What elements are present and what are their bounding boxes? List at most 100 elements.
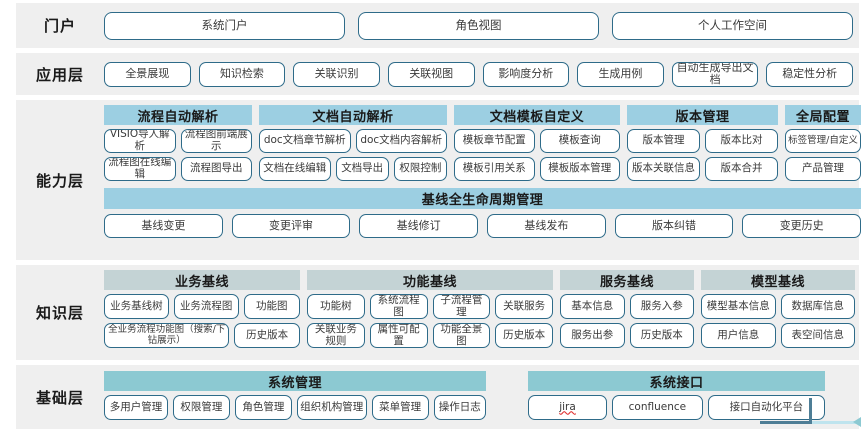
application-item-2[interactable]: 关联识别 (293, 61, 380, 87)
capability-node-flow-frontend-display[interactable]: 流程图前端展示 (180, 129, 252, 153)
capability-node-doc-chapter-parse[interactable]: doc文档章节解析 (259, 129, 351, 153)
connector-arrow-icon (812, 417, 861, 427)
foundation-node-operation-log[interactable]: 操作日志 (433, 395, 486, 420)
knowledge-group-list: 业务基线 业务基线树 业务流程图 功能图 全业务流程功能图（搜索/下钻展示） 历… (104, 270, 855, 348)
capability-node-template-version-mgmt[interactable]: 模板版本管理 (539, 157, 620, 181)
baseline-node-2[interactable]: 基线修订 (359, 214, 479, 238)
application-body: 全景展现 知识检索 关联识别 关联视图 影响度分析 生成用例 自动生成导出文档 … (104, 53, 859, 95)
capability-node-template-chapter-config[interactable]: 模板章节配置 (454, 129, 535, 153)
capability-group-4: 全局配置 标签管理/自定义 产品管理 (785, 105, 861, 181)
application-item-7[interactable]: 稳定性分析 (766, 61, 853, 87)
capability-node-version-mgmt[interactable]: 版本管理 (627, 129, 700, 153)
knowledge-node-database-info[interactable]: 数据库信息 (780, 294, 855, 319)
application-item-4[interactable]: 影响度分析 (482, 61, 570, 87)
foundation-node-multi-user-mgmt[interactable]: 多用户管理 (104, 395, 168, 420)
foundation-group-1: 系统接口 jira confluence 接口自动化平台 (528, 371, 826, 420)
foundation-group-1-header: 系统接口 (528, 371, 825, 391)
capability-node-doc-content-parse[interactable]: doc文档内容解析 (355, 129, 447, 153)
knowledge-node-service-history-version[interactable]: 历史版本 (629, 323, 694, 348)
knowledge-group-3-header: 模型基线 (701, 270, 855, 290)
foundation-node-jira[interactable]: jira (528, 395, 608, 420)
knowledge-node-attr-configurable[interactable]: 属性可配置 (369, 323, 428, 348)
foundation-node-confluence[interactable]: confluence (612, 395, 703, 420)
knowledge-node-service-input-params[interactable]: 服务入参 (629, 294, 694, 319)
knowledge-node-biz-flowchart[interactable]: 业务流程图 (173, 294, 239, 319)
capability-group-2-header: 文档模板自定义 (454, 105, 620, 125)
foundation-node-menu-mgmt[interactable]: 菜单管理 (371, 395, 429, 420)
knowledge-node-system-flowchart[interactable]: 系统流程图 (369, 294, 428, 319)
capability-baseline-header: 基线全生命周期管理 (104, 188, 861, 209)
capability-node-version-compare[interactable]: 版本比对 (705, 129, 778, 153)
application-item-6[interactable]: 自动生成导出文档 (671, 61, 759, 87)
layer-band-application: 应用层 全景展现 知识检索 关联识别 关联视图 影响度分析 生成用例 自动生成导… (16, 53, 859, 95)
capability-group-0: 流程自动解析 VISIO导人解析 流程图前端展示 流程图在线编辑 流程图导出 (104, 105, 252, 181)
knowledge-node-func-history-version[interactable]: 历史版本 (495, 323, 553, 348)
capability-node-doc-export[interactable]: 文档导出 (335, 157, 389, 181)
knowledge-node-subflow-mgmt[interactable]: 子流程管理 (432, 294, 491, 319)
knowledge-node-related-biz-rule[interactable]: 关联业务规则 (307, 323, 365, 348)
knowledge-group-0-row-0: 业务基线树 业务流程图 功能图 (104, 294, 300, 319)
capability-group-0-row-0: VISIO导人解析 流程图前端展示 (104, 129, 252, 153)
knowledge-body: 业务基线 业务基线树 业务流程图 功能图 全业务流程功能图（搜索/下钻展示） 历… (104, 265, 861, 360)
portal-item-0[interactable]: 系统门户 (104, 11, 345, 40)
application-item-row: 全景展现 知识检索 关联识别 关联视图 影响度分析 生成用例 自动生成导出文档 … (104, 61, 853, 87)
baseline-node-3[interactable]: 基线发布 (487, 214, 606, 238)
knowledge-node-service-output-params[interactable]: 服务出参 (560, 323, 625, 348)
foundation-node-permission-mgmt[interactable]: 权限管理 (172, 395, 230, 420)
capability-node-permission-control[interactable]: 权限控制 (393, 157, 448, 181)
capability-node-product-mgmt[interactable]: 产品管理 (785, 157, 861, 181)
portal-item-2[interactable]: 个人工作空间 (612, 11, 853, 40)
knowledge-group-0: 业务基线 业务基线树 业务流程图 功能图 全业务流程功能图（搜索/下钻展示） 历… (104, 270, 300, 348)
knowledge-node-function-chart[interactable]: 功能图 (243, 294, 300, 319)
capability-node-tag-mgmt[interactable]: 标签管理/自定义 (785, 129, 861, 153)
application-item-0[interactable]: 全景展现 (104, 61, 191, 87)
knowledge-group-1-row-1: 关联业务规则 属性可配置 功能全景图 历史版本 (307, 323, 553, 348)
foundation-group-0: 系统管理 多用户管理 权限管理 角色管理 组织机构管理 菜单管理 操作日志 (104, 371, 486, 420)
foundation-body: 系统管理 多用户管理 权限管理 角色管理 组织机构管理 菜单管理 操作日志 系统… (104, 365, 859, 429)
knowledge-node-model-basic-info[interactable]: 模型基本信息 (701, 294, 776, 319)
knowledge-node-service-basic-info[interactable]: 基本信息 (560, 294, 625, 319)
knowledge-node-user-info[interactable]: 用户信息 (701, 323, 776, 348)
foundation-node-org-structure-mgmt[interactable]: 组织机构管理 (296, 395, 367, 420)
knowledge-group-3-row-1: 用户信息 表空间信息 (701, 323, 855, 348)
application-item-3[interactable]: 关联视图 (387, 61, 475, 87)
application-item-5[interactable]: 生成用例 (577, 61, 664, 87)
capability-node-version-relation[interactable]: 版本关联信息 (627, 157, 700, 181)
knowledge-group-2: 服务基线 基本信息 服务入参 服务出参 历史版本 (560, 270, 694, 348)
capability-node-flow-export[interactable]: 流程图导出 (180, 157, 252, 181)
layer-label-portal: 门户 (43, 17, 76, 35)
knowledge-node-related-service[interactable]: 关联服务 (495, 294, 553, 319)
knowledge-node-biz-history-version[interactable]: 历史版本 (234, 323, 300, 348)
capability-node-flow-online-edit[interactable]: 流程图在线编辑 (104, 157, 176, 181)
knowledge-group-0-row-1: 全业务流程功能图（搜索/下钻展示） 历史版本 (104, 323, 300, 348)
knowledge-node-biz-baseline-tree[interactable]: 业务基线树 (104, 294, 169, 319)
foundation-node-api-automation-platform[interactable]: 接口自动化平台 (707, 395, 826, 420)
connector-horizontal-line (760, 421, 812, 424)
capability-node-version-merge[interactable]: 版本合并 (705, 157, 778, 181)
layer-band-knowledge: 知识层 业务基线 业务基线树 业务流程图 功能图 全业务流程功能图（搜索/下钻展… (16, 265, 859, 360)
capability-node-template-reference[interactable]: 模板引用关系 (454, 157, 535, 181)
capability-node-doc-online-edit[interactable]: 文档在线编辑 (259, 157, 331, 181)
baseline-node-0[interactable]: 基线变更 (104, 214, 223, 238)
application-item-1[interactable]: 知识检索 (198, 61, 286, 87)
foundation-node-role-mgmt[interactable]: 角色管理 (234, 395, 292, 420)
capability-baseline-block: 基线全生命周期管理 基线变更 变更评审 基线修订 基线发布 版本纠错 变更历史 (104, 188, 862, 238)
baseline-node-4[interactable]: 版本纠错 (614, 214, 734, 238)
layer-band-portal: 门户 系统门户 角色视图 个人工作空间 (16, 3, 859, 48)
capability-group-0-row-1: 流程图在线编辑 流程图导出 (104, 157, 252, 181)
knowledge-node-function-panorama[interactable]: 功能全景图 (432, 323, 491, 348)
capability-node-template-query[interactable]: 模板查询 (539, 129, 620, 153)
baseline-node-1[interactable]: 变更评审 (231, 214, 351, 238)
capability-group-2-row-0: 模板章节配置 模板查询 (454, 129, 620, 153)
knowledge-node-full-biz-flow-map[interactable]: 全业务流程功能图（搜索/下钻展示） (104, 323, 230, 348)
knowledge-node-tablespace-info[interactable]: 表空间信息 (780, 323, 855, 348)
baseline-node-5[interactable]: 变更历史 (742, 214, 862, 238)
foundation-group-1-row-0: jira confluence 接口自动化平台 (528, 395, 826, 420)
portal-item-1[interactable]: 角色视图 (358, 11, 599, 40)
knowledge-node-function-tree[interactable]: 功能树 (307, 294, 365, 319)
capability-node-visio-import[interactable]: VISIO导人解析 (104, 129, 176, 153)
knowledge-group-2-header: 服务基线 (560, 270, 694, 290)
capability-group-1-row-1: 文档在线编辑 文档导出 权限控制 (259, 157, 448, 181)
capability-group-4-row-0: 标签管理/自定义 (785, 129, 861, 153)
capability-group-1-row-0: doc文档章节解析 doc文档内容解析 (259, 129, 447, 153)
